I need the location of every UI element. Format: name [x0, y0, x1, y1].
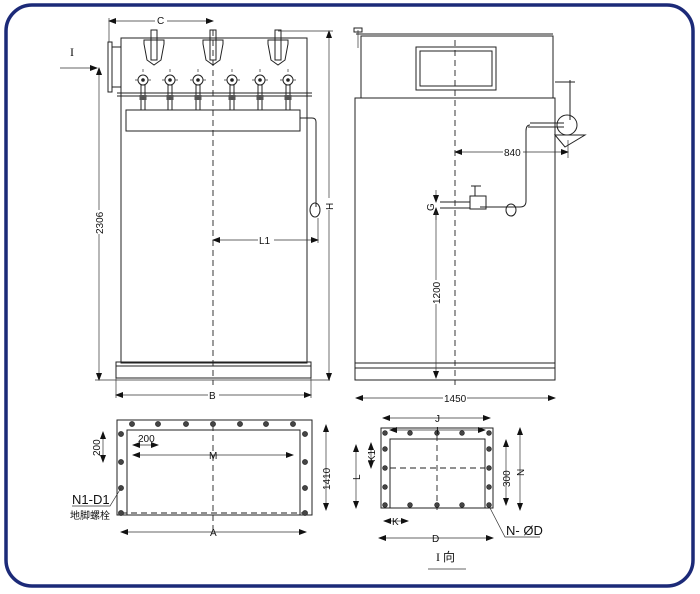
bolt-hole-icon — [263, 421, 269, 427]
base-frame — [115, 361, 312, 379]
flange-hole-icon — [382, 465, 388, 471]
dim-300: 300 — [502, 470, 513, 487]
dim-c: C — [157, 16, 164, 27]
sheet-border — [4, 3, 695, 588]
dim-k: K — [392, 517, 399, 528]
bolt-hole-icon — [237, 421, 243, 427]
housing-body — [120, 37, 308, 364]
view-marker: I — [70, 45, 74, 59]
dim-g: G — [426, 203, 437, 211]
dim-1200: 1200 — [432, 281, 443, 304]
drain-pipe — [300, 117, 317, 207]
dim-k1: K1 — [367, 449, 378, 462]
dim-l1: L1 — [259, 236, 271, 247]
flange-hole-icon — [382, 446, 388, 452]
side-view: 840 G 1200 1450 — [353, 27, 587, 405]
dim-200-v: 200 — [92, 439, 103, 456]
dim-1410: 1410 — [322, 467, 333, 490]
dim-2306: 2306 — [95, 211, 106, 234]
bolt-hole-icon — [129, 421, 135, 427]
view-caption: I 向 — [436, 549, 455, 564]
dim-l: L — [352, 474, 363, 480]
dim-200-h: 200 — [138, 434, 155, 445]
dim-840: 840 — [504, 148, 521, 159]
pulse-valves — [135, 69, 296, 111]
bolt-hole-icon — [290, 421, 296, 427]
bolt-hole-icon — [302, 459, 308, 465]
dim-i: I — [436, 426, 439, 437]
inlet-view: J I K1 L N 300 K D N- ØD I 向 — [352, 414, 543, 570]
flange-hole-icon — [486, 446, 492, 452]
bolt-hole-icon — [155, 421, 161, 427]
bolt-hole-icon — [302, 510, 308, 516]
bolt-hole-icon — [118, 431, 124, 437]
flange-hole-icon — [407, 430, 413, 436]
flange-hole-icon — [382, 430, 388, 436]
dim-d: D — [432, 534, 439, 545]
bolt-hole-icon — [118, 510, 124, 516]
dim-h: H — [325, 203, 336, 210]
flange-hole-icon — [459, 502, 465, 508]
top-housing — [360, 35, 554, 99]
flange-hole-icon — [486, 502, 492, 508]
dim-a: A — [210, 528, 217, 539]
flange-hole-icon — [486, 430, 492, 436]
inlet-flange — [107, 41, 113, 93]
flange-hole-icon — [434, 502, 440, 508]
dim-j: J — [435, 414, 440, 425]
bolt-hole-icon — [210, 421, 216, 427]
anchor-bolts — [118, 421, 308, 516]
dim-1450: 1450 — [444, 394, 467, 405]
bolt-hole-icon — [302, 431, 308, 437]
hole-label: N- ØD — [506, 523, 543, 538]
flange-hole-icon — [382, 484, 388, 490]
blowpipe-headers — [143, 29, 289, 66]
dim-m: M — [209, 451, 217, 462]
flange-hole-icon — [486, 465, 492, 471]
front-view: I C 2306 H L1 B — [60, 14, 336, 402]
access-door — [415, 46, 497, 91]
flange-hole-icon — [407, 502, 413, 508]
pump-motor — [556, 114, 578, 136]
drain-trap — [309, 202, 321, 218]
flange-hole-icon — [486, 484, 492, 490]
bolt-hole-icon — [183, 421, 189, 427]
base-plan: 200 200 M 1410 A N1-D1 地脚螺栓 — [70, 419, 333, 539]
bolt-hole-icon — [302, 485, 308, 491]
bolt-label-cn: 地脚螺栓 — [70, 509, 110, 522]
bolt-hole-icon — [118, 459, 124, 465]
bolt-label: N1-D1 — [72, 492, 110, 507]
dim-n: N — [516, 469, 527, 476]
flange-hole-icon — [382, 502, 388, 508]
dim-b: B — [209, 391, 216, 402]
flange-hole-icon — [459, 430, 465, 436]
